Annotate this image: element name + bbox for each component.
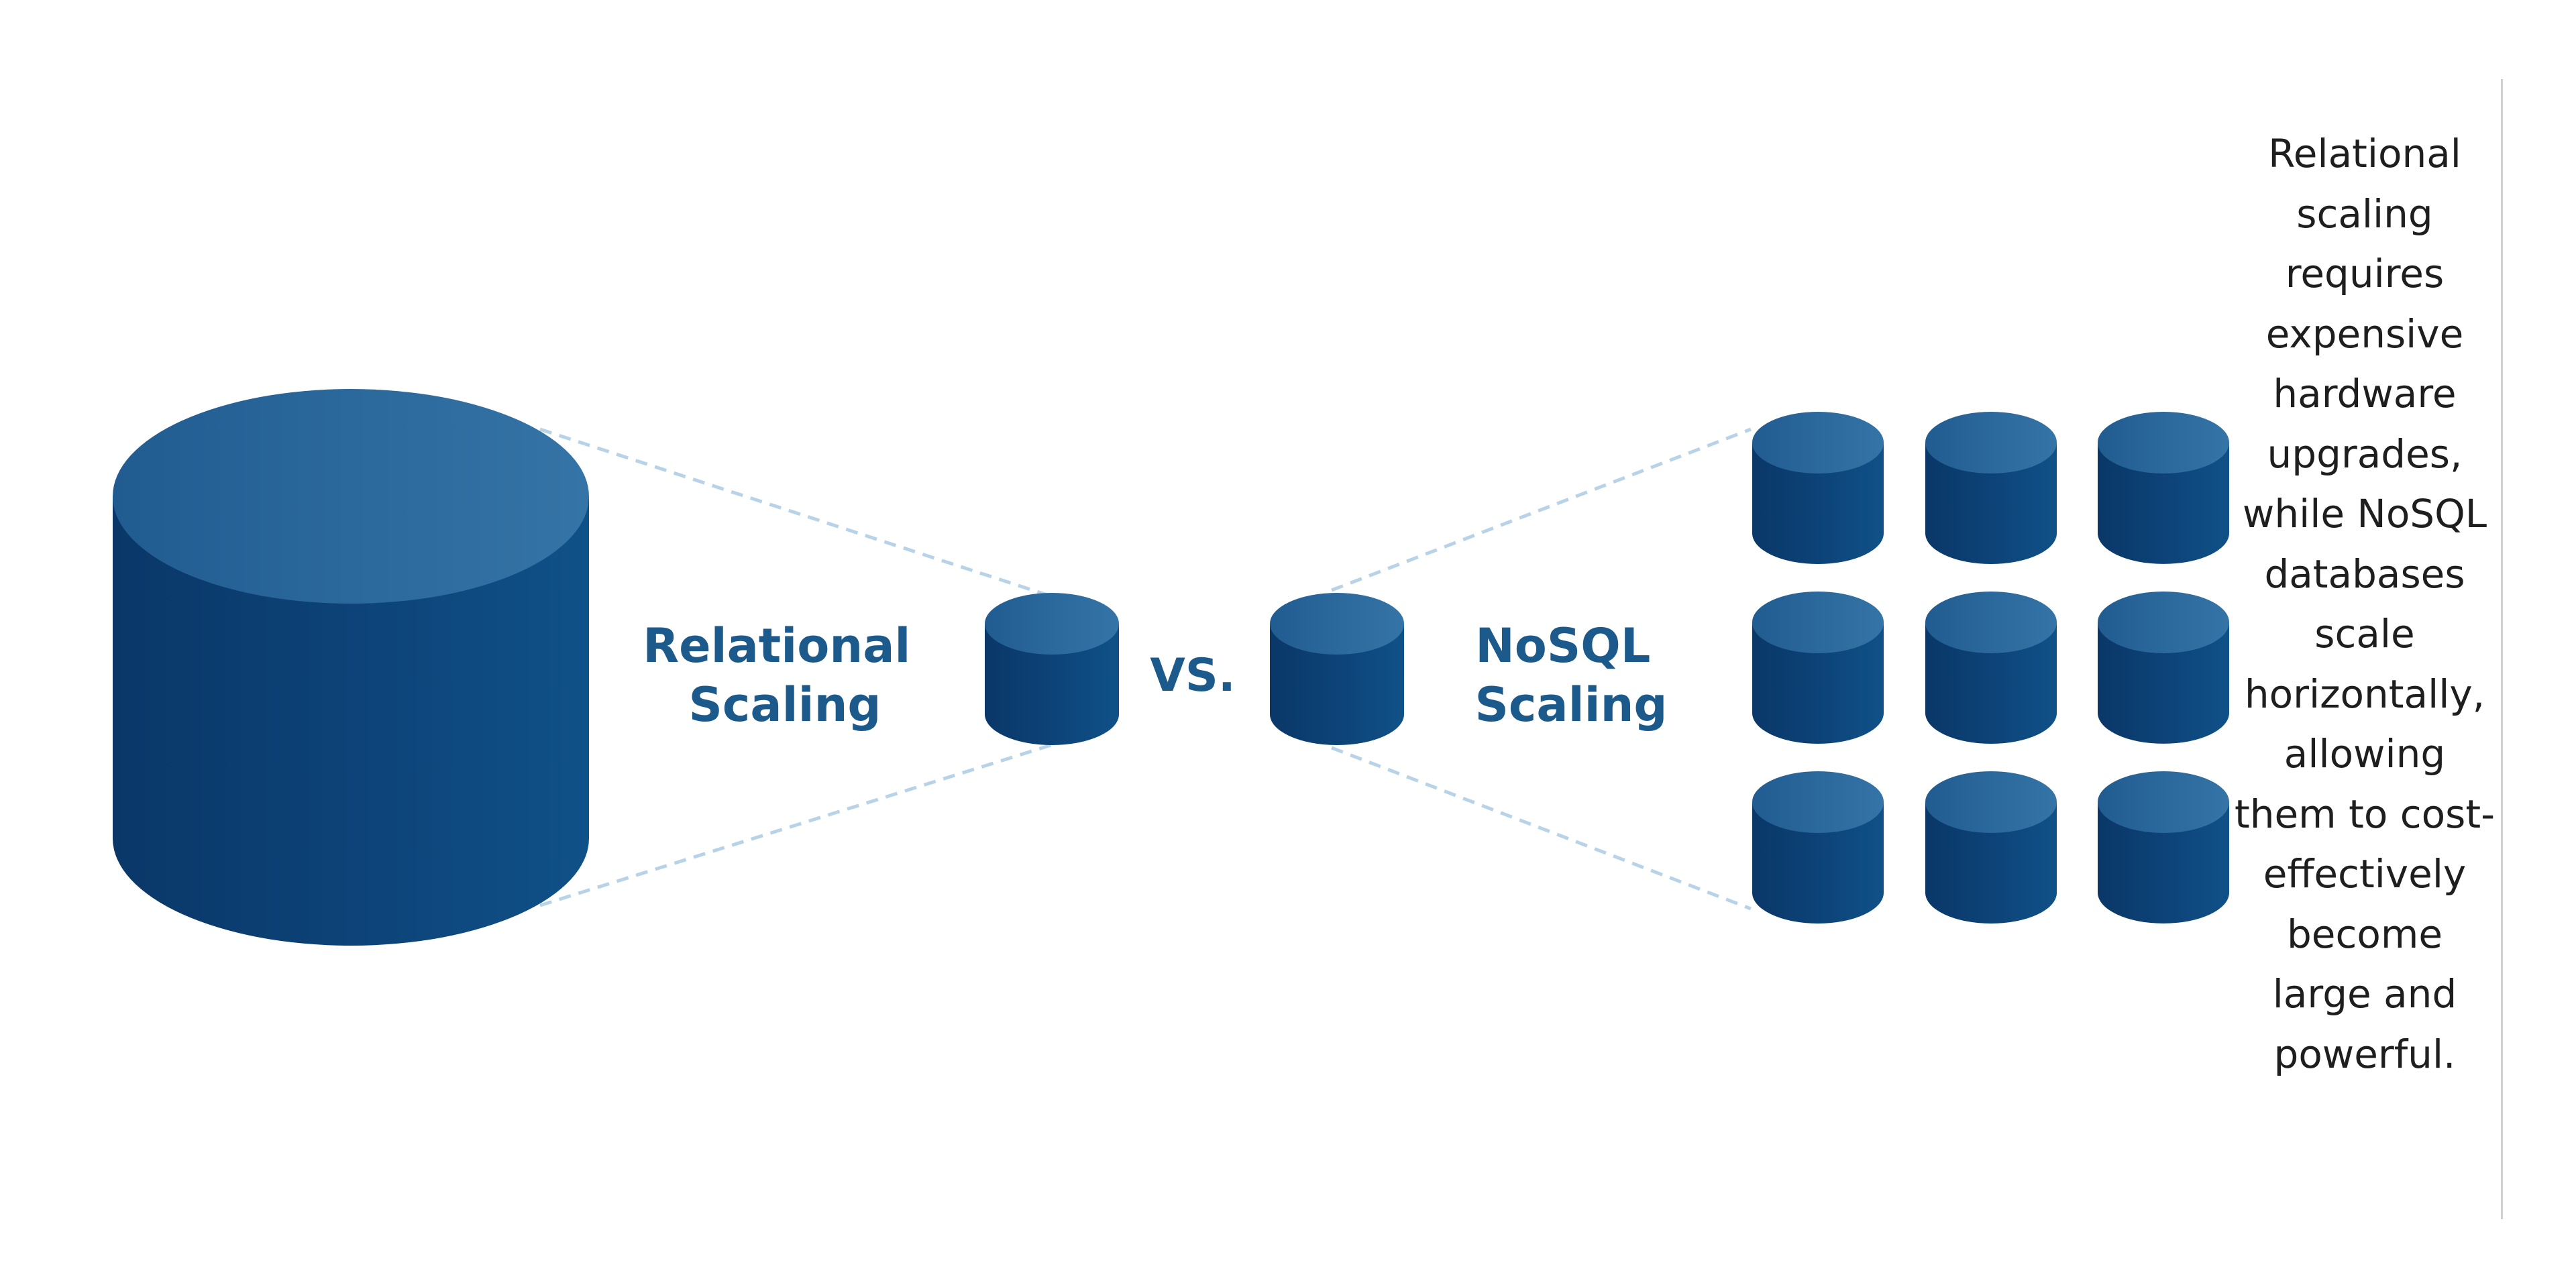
nosql-node-cylinder-icon [2098,771,2229,924]
nosql-database-cylinder-icon [1270,593,1404,745]
connector-line-relational-bottom [539,742,1054,907]
nosql-node-cylinder-icon [2098,592,2229,744]
nosql-node-cylinder-icon [1752,412,1884,564]
nosql-scaling-label: NoSQL Scaling [1474,618,1667,732]
nosql-node-cylinder-icon [1925,592,2057,744]
nosql-node-cylinder-icon [1925,412,2057,564]
small-database-cylinder-icon [985,593,1119,745]
nosql-database-cluster [1752,412,2229,924]
nosql-node-cylinder-icon [2098,412,2229,564]
nosql-node-cylinder-icon [1752,592,1884,744]
vertical-divider [2501,79,2503,1219]
large-database-cylinder-icon [113,389,589,946]
versus-label: VS. [1150,649,1235,702]
nosql-node-cylinder-icon [1752,771,1884,924]
scaling-caption: Relational scaling requires expensive ha… [2234,131,2496,1077]
relational-scaling-label: Relational Scaling [643,618,927,732]
nosql-node-cylinder-icon [1925,771,2057,924]
connector-line-nosql-bottom [1331,746,1752,911]
connector-lines [539,427,1752,911]
connector-line-nosql-top [1331,427,1752,592]
connector-line-relational-top [539,427,1054,599]
